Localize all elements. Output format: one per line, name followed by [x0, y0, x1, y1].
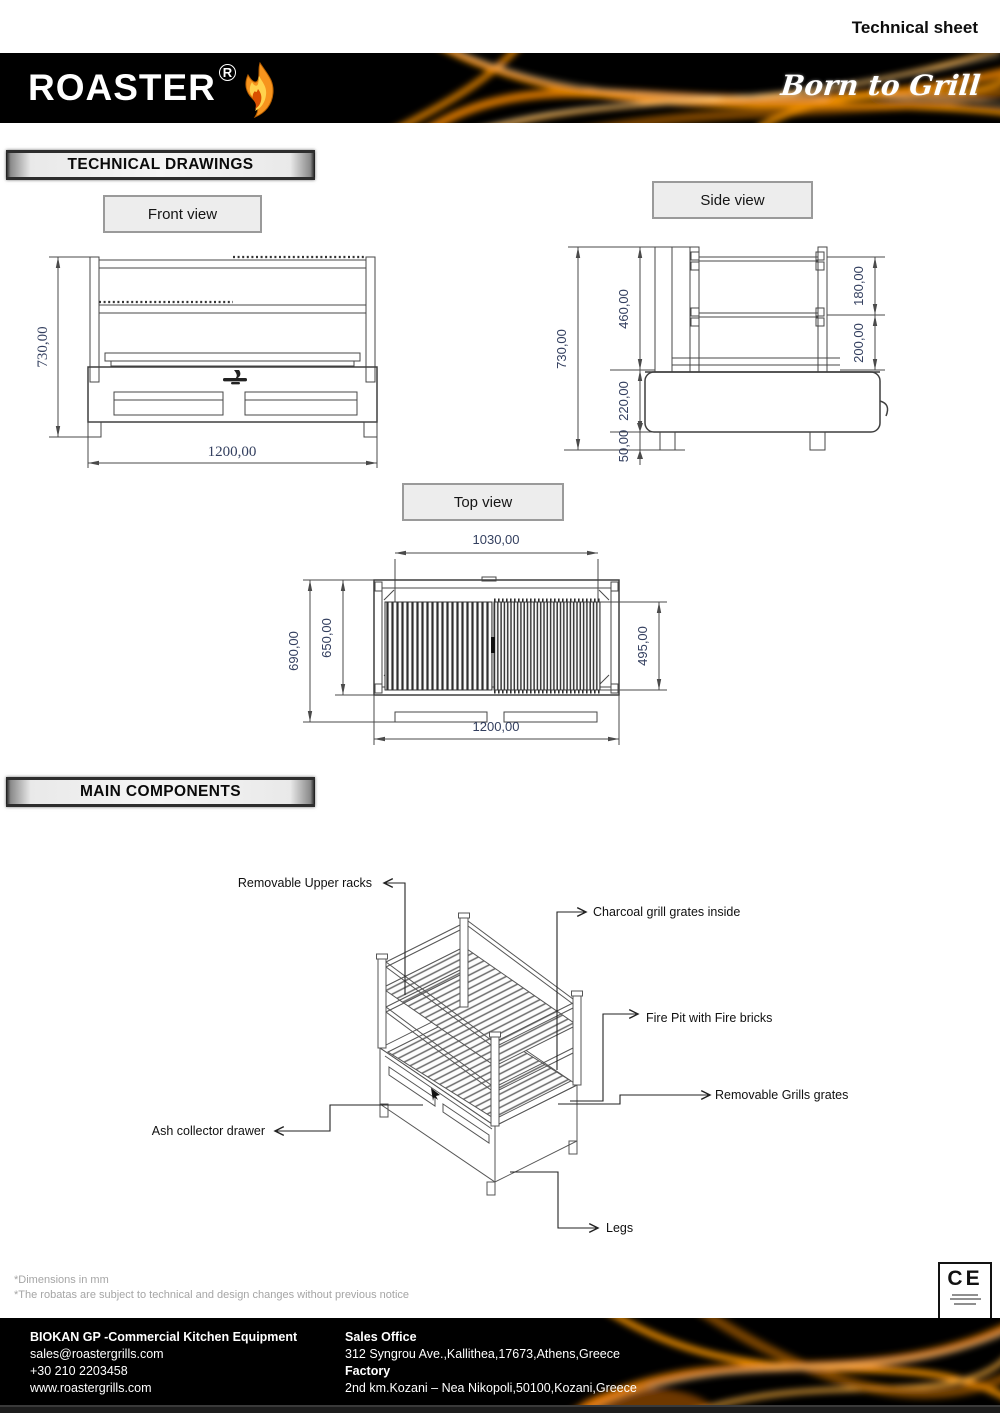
side-legs-dim: 50,00 — [616, 430, 631, 463]
ce-smallprint-line — [952, 1293, 978, 1296]
top-innerdepth-dim: 650,00 — [319, 618, 334, 658]
footer-company: BIOKAN GP -Commercial Kitchen Equipment — [30, 1330, 298, 1344]
side-view-label: Side view — [700, 191, 765, 209]
section-title: MAIN COMPONENTS — [80, 783, 241, 800]
top-view-label: Top view — [453, 493, 513, 511]
front-view-drawing: 730,00 1200,00 — [35, 255, 378, 468]
footer-address-column: Sales Office 312 Syngrou Ave.,Kallithea,… — [345, 1329, 637, 1397]
flame-icon — [245, 62, 274, 118]
top-view-label-box: Top view — [402, 483, 564, 521]
side-topgap-dim: 180,00 — [851, 266, 866, 306]
page-title: Technical sheet — [851, 18, 978, 37]
front-height-dim: 730,00 — [35, 326, 51, 367]
side-midgap-dim: 200,00 — [851, 323, 866, 363]
footer-phone: +30 210 2203458 — [30, 1364, 128, 1378]
ce-smallprint-line — [949, 1298, 981, 1300]
footer: BIOKAN GP -Commercial Kitchen Equipment … — [0, 1318, 1000, 1413]
brand-logo: ROASTER R — [28, 62, 276, 118]
ce-smallprint-line — [954, 1302, 976, 1305]
label-upper-racks: Removable Upper racks — [238, 876, 372, 890]
footer-flame-streaks-graphic — [0, 1318, 1000, 1413]
footer-bottom-strip — [0, 1405, 1000, 1413]
footer-sales-office-address: 312 Syngrou Ave.,Kallithea,17673,Athens,… — [345, 1347, 620, 1361]
note-dimensions: *Dimensions in mm — [14, 1274, 109, 1286]
front-brand-badge — [223, 370, 247, 385]
side-rackzone-dim: 460,00 — [616, 289, 631, 329]
note-disclaimer: *The robatas are subject to technical an… — [14, 1289, 410, 1301]
footer-company-column: BIOKAN GP -Commercial Kitchen Equipment … — [30, 1329, 297, 1397]
iso-upper-frame — [376, 912, 583, 1127]
brand-tagline: Born to Grill — [779, 69, 982, 102]
label-charcoal-grates: Charcoal grill grates inside — [593, 905, 740, 919]
side-view-drawing: 730,00 460,00 220,00 50,00 180,00 — [554, 246, 889, 465]
footer-email: sales@roastergrills.com — [30, 1347, 164, 1361]
front-view-label-box: Front view — [103, 195, 262, 233]
footer-website: www.roastergrills.com — [30, 1381, 152, 1395]
label-ash-drawer: Ash collector drawer — [152, 1124, 265, 1138]
brand-banner: ROASTER R Born to Grill — [0, 53, 1000, 123]
ce-mark-box: CE — [938, 1262, 992, 1324]
brand-name: ROASTER — [28, 67, 216, 108]
iso-brand-badge — [431, 1088, 440, 1101]
section-title: TECHNICAL DRAWINGS — [67, 156, 254, 173]
label-fire-pit: Fire Pit with Fire bricks — [646, 1011, 772, 1025]
section-header-technical-drawings: TECHNICAL DRAWINGS — [6, 150, 315, 180]
section-header-main-components: MAIN COMPONENTS — [6, 777, 315, 807]
front-view-label: Front view — [147, 205, 218, 223]
side-base-dim: 220,00 — [616, 381, 631, 421]
ce-mark: CE — [947, 1267, 983, 1290]
label-legs: Legs — [606, 1221, 633, 1235]
registered-trademark-icon: R — [218, 64, 236, 81]
top-innerwidth-dim: 1030,00 — [473, 532, 520, 547]
top-depth-dim: 690,00 — [286, 631, 301, 671]
top-width-dim: 1200,00 — [473, 719, 520, 734]
footer-factory-label: Factory — [345, 1364, 391, 1378]
label-grill-grates: Removable Grills grates — [715, 1088, 848, 1102]
flame-streaks-graphic — [0, 53, 1000, 123]
side-height-dim: 730,00 — [554, 329, 569, 369]
top-gratedepth-dim: 495,00 — [635, 626, 650, 666]
side-view-label-box: Side view — [652, 181, 813, 219]
front-width-dim: 1200,00 — [208, 444, 257, 460]
footer-sales-office-label: Sales Office — [345, 1330, 417, 1344]
top-view-drawing: 1030,00 690,00 650,00 495,00 — [286, 532, 667, 745]
components-diagram: Removable Upper racks Charcoal grill gra… — [152, 876, 849, 1235]
footer-factory-address: 2nd km.Kozani – Nea Nikopoli,50100,Kozan… — [345, 1381, 637, 1395]
